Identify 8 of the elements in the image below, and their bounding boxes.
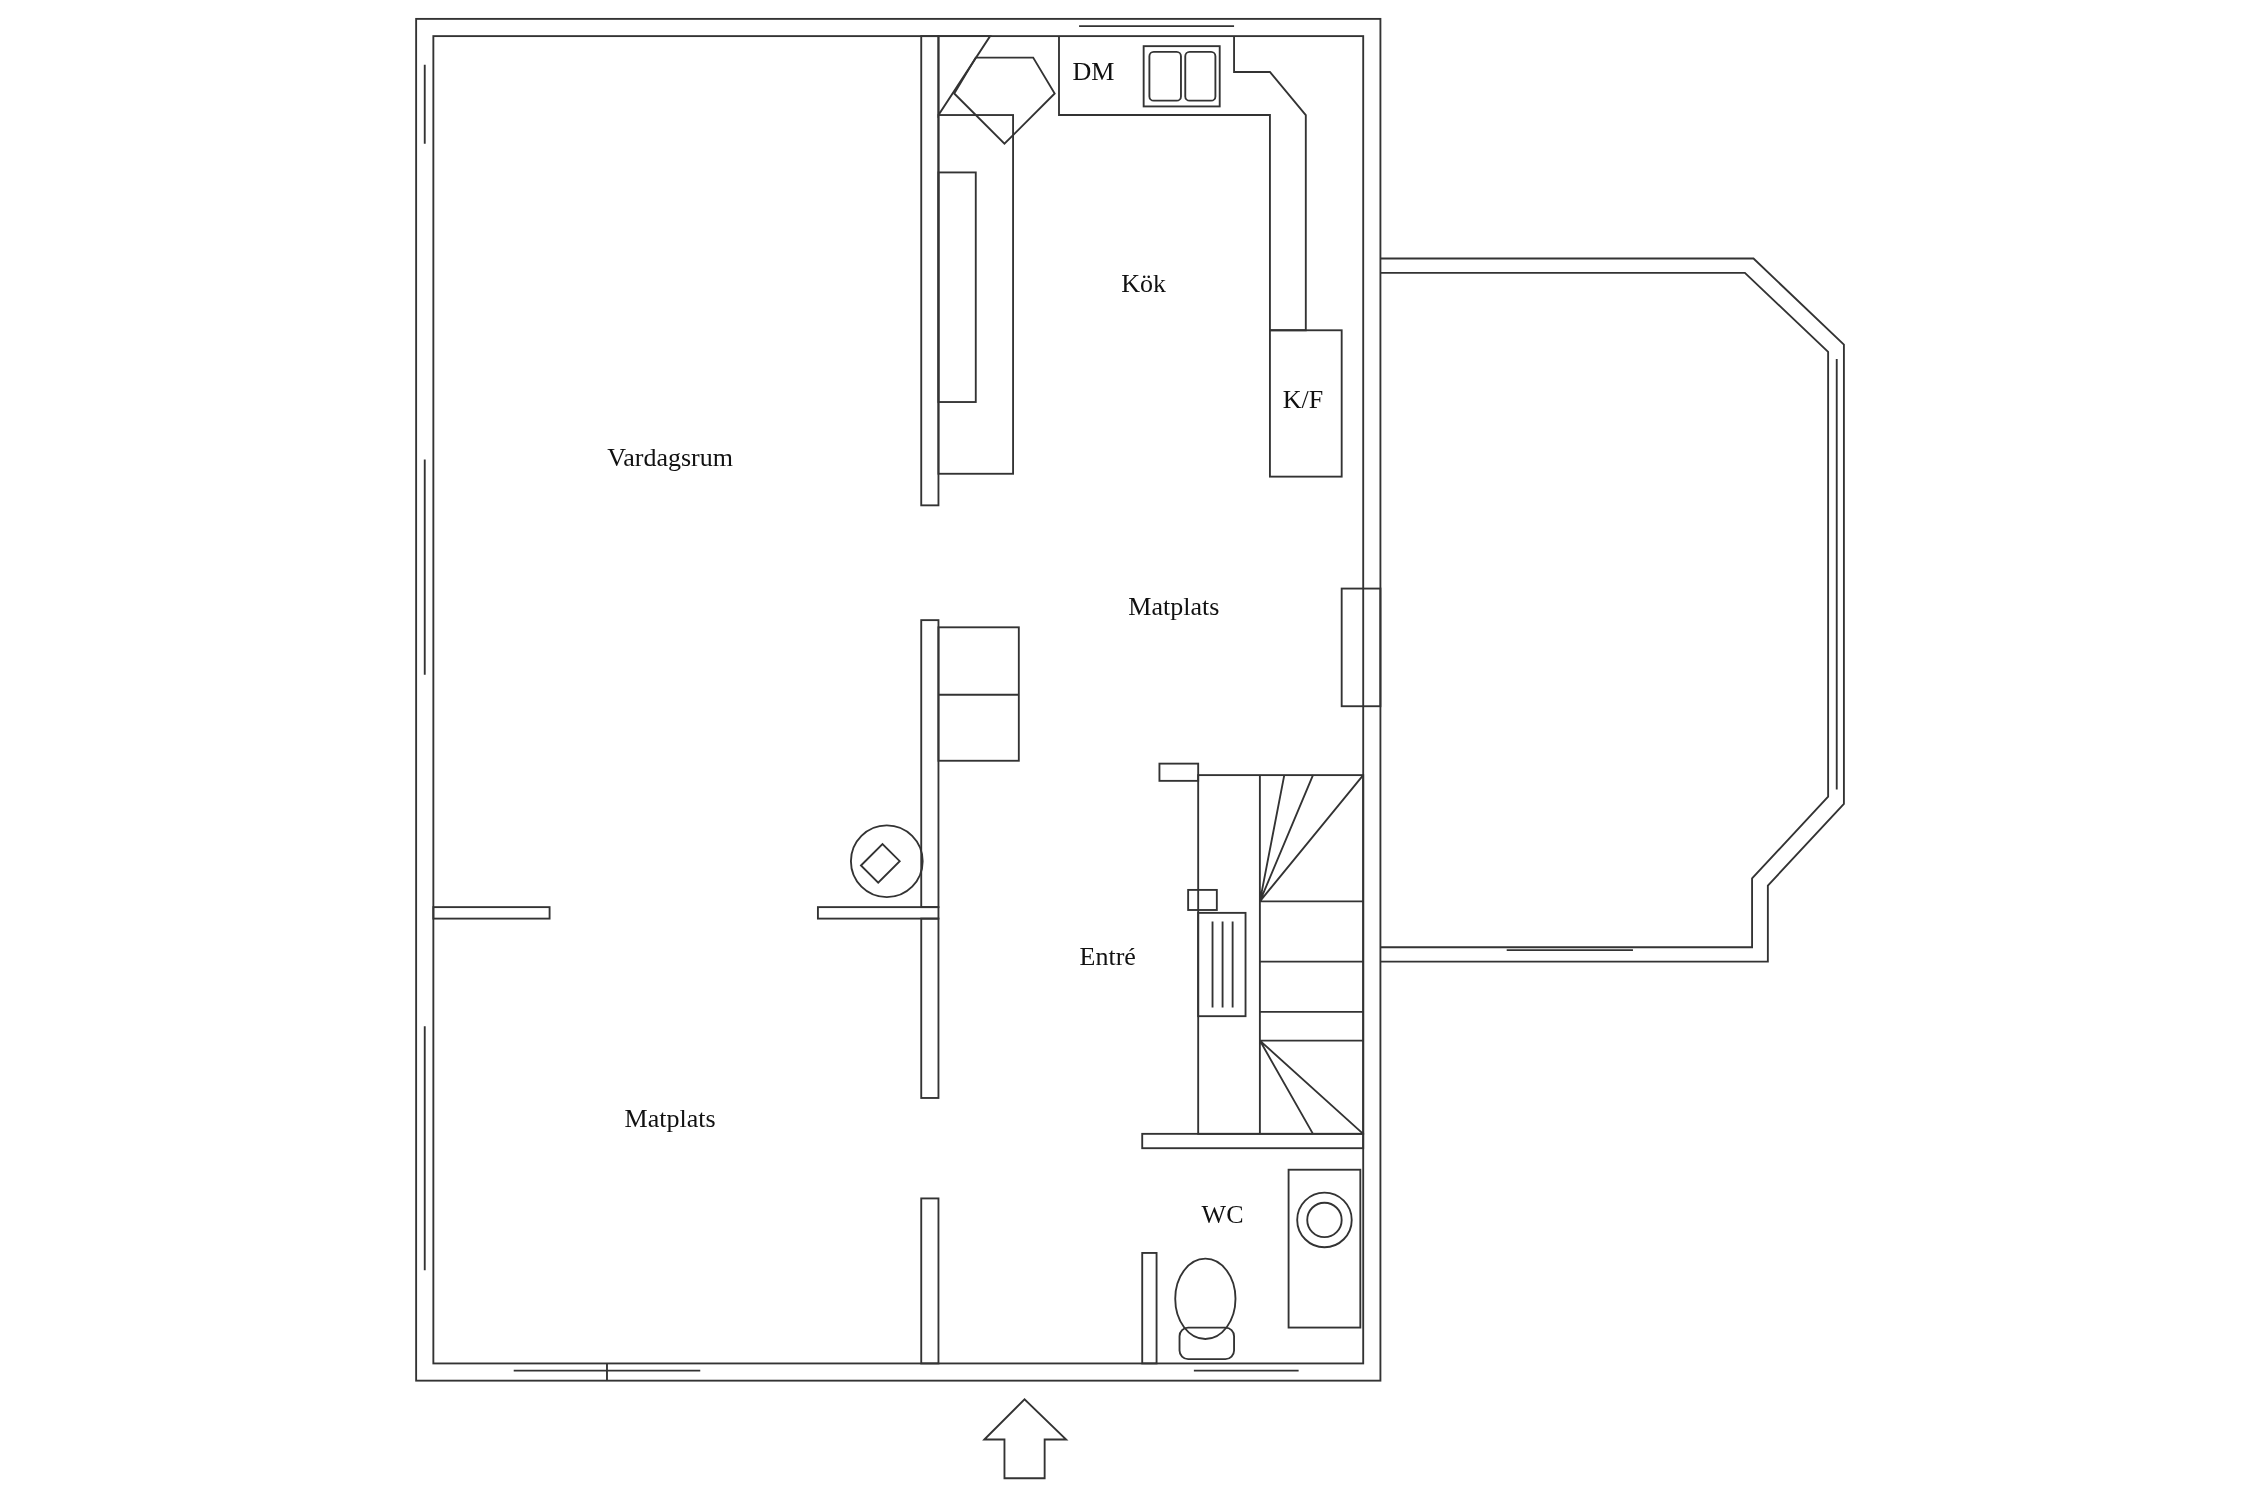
appliance-label: DM xyxy=(1072,56,1115,87)
room-label: Kök xyxy=(1121,269,1167,300)
appliance-label: K/F xyxy=(1282,385,1324,416)
room-label: Entré xyxy=(1079,942,1136,973)
room-label: Vardagsrum xyxy=(607,442,733,473)
room-label: Matplats xyxy=(624,1104,716,1135)
room-label: WC xyxy=(1201,1200,1244,1231)
room-label: Matplats xyxy=(1128,591,1220,622)
